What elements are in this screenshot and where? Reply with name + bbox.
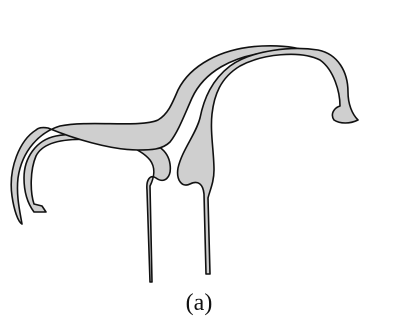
- right-shell-shape: [178, 49, 358, 274]
- figure-caption: (a): [0, 288, 398, 318]
- left-shell-shape: [24, 134, 170, 282]
- left-arch-ridge: [11, 46, 320, 224]
